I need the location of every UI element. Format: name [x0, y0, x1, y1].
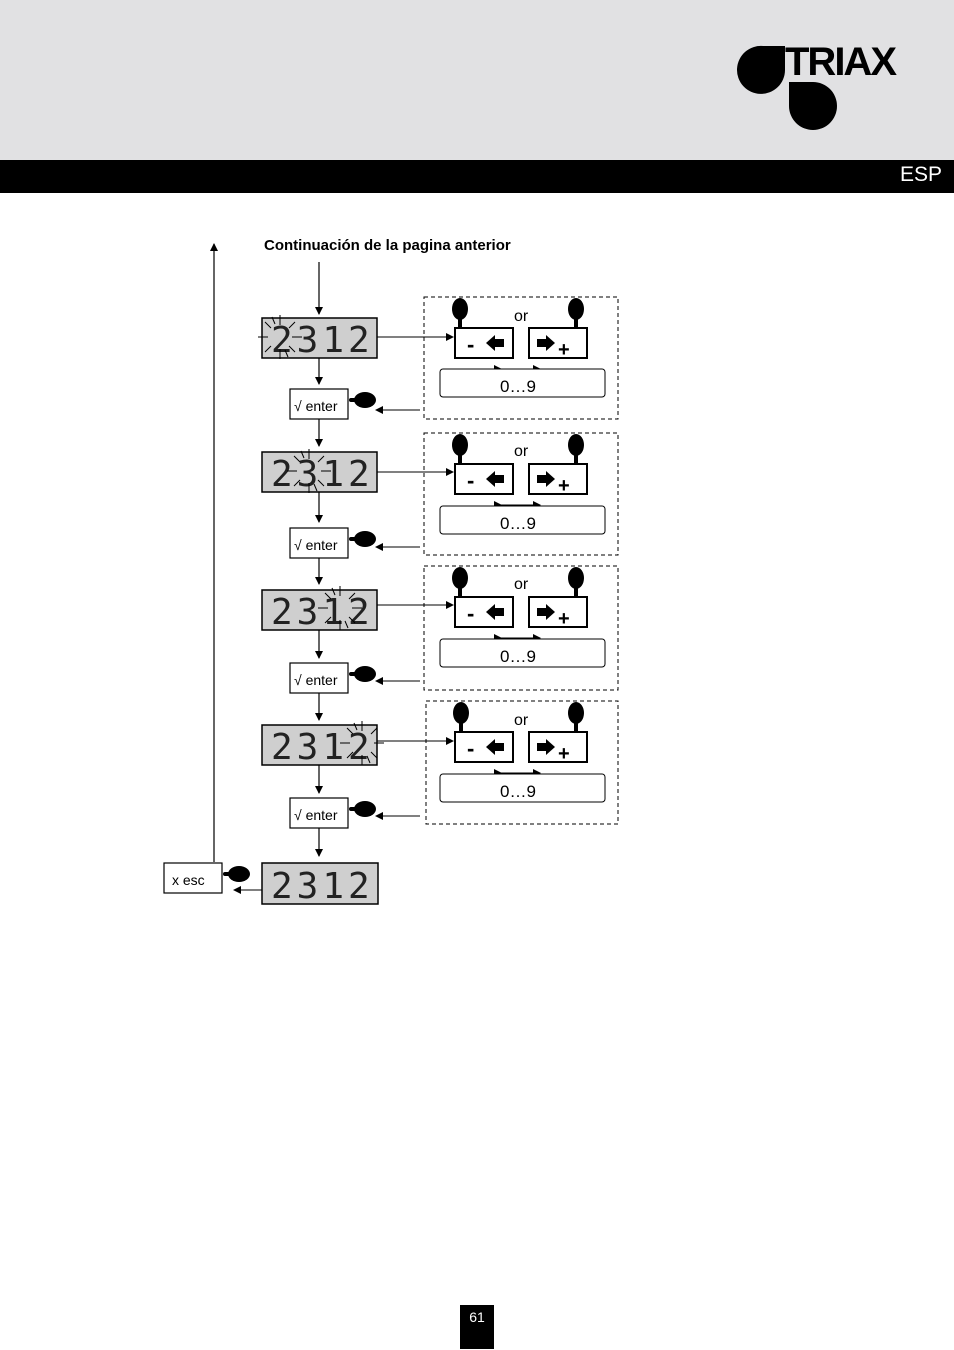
esc-button[interactable] — [163, 862, 223, 894]
lcd-value: 2312 — [271, 592, 374, 633]
left-arrow-icon — [486, 739, 504, 755]
left-arrow-icon — [486, 335, 504, 351]
brand-name: TRIAX — [785, 40, 897, 84]
hand-icon — [349, 392, 376, 408]
language-bar: ESP — [0, 160, 954, 193]
plus-label: + — [558, 339, 570, 361]
range-label: 0…9 — [500, 782, 536, 801]
minus-label: - — [467, 601, 474, 626]
hand-icon — [349, 666, 376, 682]
lcd-value: 2312 — [271, 866, 374, 907]
enter-button[interactable] — [289, 527, 349, 559]
minus-label: - — [467, 736, 474, 761]
enter-label: √ enter — [294, 537, 338, 553]
minus-left-button[interactable] — [454, 596, 514, 628]
page-number: 61 — [460, 1305, 494, 1349]
plus-label: + — [558, 608, 570, 630]
plus-label: + — [558, 743, 570, 765]
enter-label: √ enter — [294, 672, 338, 688]
lcd-value: 2312 — [271, 727, 374, 768]
header-band — [0, 0, 954, 160]
hand-icon — [223, 866, 250, 882]
enter-label: √ enter — [294, 398, 338, 414]
adjust-panel — [423, 296, 619, 420]
lcd-value: 2312 — [271, 320, 374, 361]
adjust-panel — [423, 565, 619, 691]
right-arrow-icon — [537, 739, 555, 755]
step-4: 2312 √ enter or - + 0…9 — [261, 700, 619, 857]
or-label: or — [514, 712, 529, 729]
minus-label: - — [467, 468, 474, 493]
or-label: or — [514, 443, 529, 460]
hand-icon — [349, 801, 376, 817]
esc-label: x esc — [172, 872, 205, 888]
hand-icon — [349, 531, 376, 547]
plus-label: + — [558, 475, 570, 497]
range-box — [439, 368, 606, 398]
step-1: 2312 √ enter or - + 0…9 — [257, 296, 619, 447]
right-arrow-icon — [537, 335, 555, 351]
step-2: 2312 √ enter or - + 0…9 — [261, 432, 619, 585]
minus-label: - — [467, 332, 474, 357]
range-label: 0…9 — [500, 377, 536, 396]
logo-circles — [737, 45, 837, 130]
range-box — [439, 773, 606, 803]
enter-label: √ enter — [294, 807, 338, 823]
range-box — [439, 638, 606, 668]
enter-button[interactable] — [289, 797, 349, 829]
adjust-panel — [425, 700, 619, 825]
adjust-panel — [423, 432, 619, 556]
language-label: ESP — [899, 163, 942, 186]
final-step: 2312 x esc — [163, 862, 379, 907]
triax-logo: TRIAX — [733, 40, 913, 136]
minus-left-button[interactable] — [454, 327, 514, 359]
step-3: 2312 √ enter or - + 0…9 — [261, 565, 619, 721]
enter-button[interactable] — [289, 388, 349, 420]
right-arrow-icon — [537, 604, 555, 620]
minus-left-button[interactable] — [454, 731, 514, 763]
range-box — [439, 505, 606, 535]
diagram-caption: Continuación de la pagina anterior — [264, 237, 511, 254]
range-label: 0…9 — [500, 647, 536, 666]
or-label: or — [514, 308, 529, 325]
or-label: or — [514, 576, 529, 593]
right-arrow-icon — [537, 471, 555, 487]
minus-left-button[interactable] — [454, 463, 514, 495]
range-label: 0…9 — [500, 514, 536, 533]
left-arrow-icon — [486, 471, 504, 487]
lcd-display — [261, 862, 379, 905]
lcd-value: 2312 — [271, 454, 374, 495]
lcd-display — [261, 589, 378, 631]
left-arrow-icon — [486, 604, 504, 620]
